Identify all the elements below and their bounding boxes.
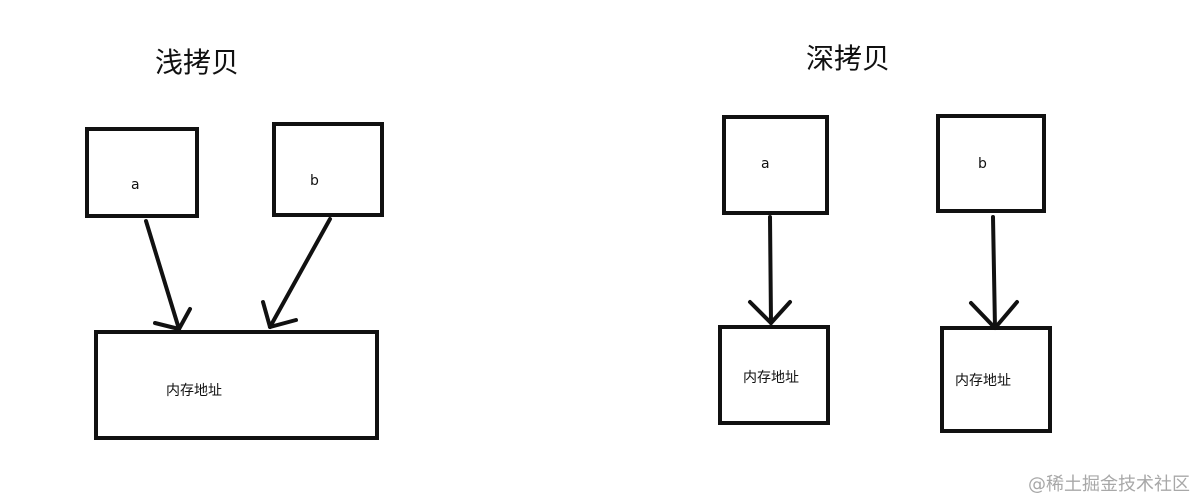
deep-copy-section: 深拷贝 a b 内存地址 内存地址 bbox=[718, 42, 1052, 433]
shallow-memory-box bbox=[94, 330, 379, 440]
shallow-var-b-box bbox=[272, 122, 384, 217]
deep-arrow-a bbox=[748, 215, 792, 325]
deep-arrow-b-head bbox=[969, 300, 1019, 330]
shallow-copy-title: 浅拷贝 bbox=[155, 46, 239, 79]
deep-memory-a-label: 内存地址 bbox=[743, 370, 799, 386]
deep-copy-title: 深拷贝 bbox=[806, 42, 890, 75]
deep-var-a-label: a bbox=[761, 156, 770, 172]
shallow-arrow-b-shaft bbox=[268, 217, 332, 329]
deep-arrow-a-shaft bbox=[768, 215, 773, 325]
shallow-var-a-label: a bbox=[131, 177, 140, 193]
shallow-arrow-a bbox=[144, 219, 192, 331]
deep-var-a-box bbox=[722, 115, 829, 215]
shallow-arrow-a-head bbox=[153, 307, 192, 331]
deep-memory-a-box bbox=[718, 325, 830, 425]
shallow-var-b-label: b bbox=[310, 173, 319, 189]
shallow-arrow-a-shaft bbox=[144, 219, 181, 331]
deep-var-b-box bbox=[936, 114, 1046, 213]
shallow-copy-section: 浅拷贝 a b 内存地址 bbox=[85, 46, 384, 440]
deep-arrow-a-head bbox=[748, 300, 792, 325]
shallow-arrow-b bbox=[261, 217, 332, 329]
watermark-text: @稀土掘金技术社区 bbox=[1028, 474, 1190, 495]
deep-arrow-b-shaft bbox=[991, 215, 997, 330]
deep-var-b-label: b bbox=[978, 156, 987, 172]
deep-arrow-b bbox=[969, 215, 1019, 330]
shallow-arrow-b-head bbox=[261, 300, 298, 329]
shallow-memory-label: 内存地址 bbox=[166, 383, 222, 399]
deep-memory-b-label: 内存地址 bbox=[955, 373, 1011, 389]
shallow-var-a-box bbox=[85, 127, 199, 218]
